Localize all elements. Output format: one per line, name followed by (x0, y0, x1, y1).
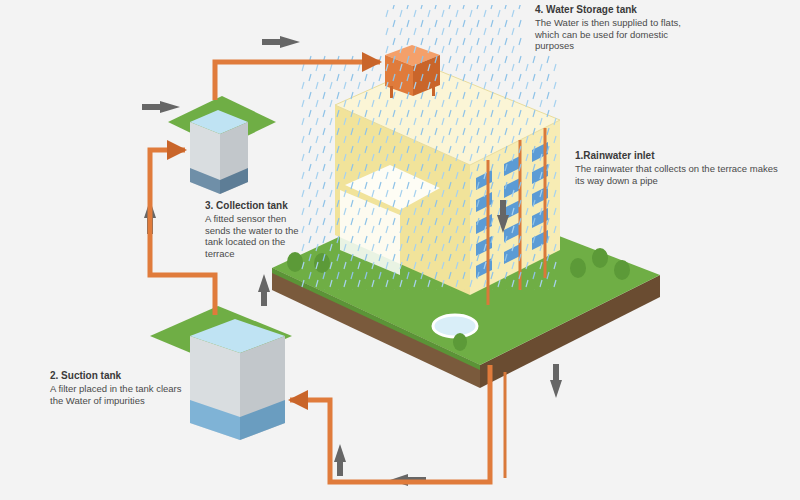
inlet-node: 1.Rainwater inletThe rainwater that coll… (330, 150, 790, 365)
callout-heading: 1.Rainwater inlet (575, 150, 780, 162)
callout-text: 1.Rainwater inletThe rainwater that coll… (575, 150, 780, 186)
pool (433, 315, 477, 337)
flow-arrows (142, 36, 562, 486)
suction-tank (150, 306, 292, 440)
callout-body: The rainwater that collects on the terra… (575, 163, 780, 186)
collection-node: 3. Collection tankA fitted sensor then s… (185, 100, 311, 262)
water-pipe (290, 365, 490, 482)
storage-node: 4. Water Storage tankThe Water is then s… (380, 4, 710, 99)
callout-text: 2. Suction tankA filter placed in the ta… (50, 370, 185, 406)
water-pipe (215, 62, 380, 100)
rain (385, 5, 525, 55)
rain (300, 55, 560, 290)
callout-heading: 4. Water Storage tank (535, 4, 705, 16)
callout-body: A fitted sensor then sends the water to … (205, 213, 308, 259)
callout-body: The Water is then supplied to flats, whi… (535, 17, 705, 52)
suction-node: 2. Suction tankA filter placed in the ta… (40, 315, 290, 445)
collection-tank (168, 96, 276, 194)
callout-text: 4. Water Storage tankThe Water is then s… (535, 4, 705, 52)
callout-text: 3. Collection tankA fitted sensor then s… (205, 200, 308, 259)
callout-body: A filter placed in the tank clears the W… (50, 383, 185, 406)
callout-heading: 2. Suction tank (50, 370, 185, 382)
callout-heading: 3. Collection tank (205, 200, 308, 212)
